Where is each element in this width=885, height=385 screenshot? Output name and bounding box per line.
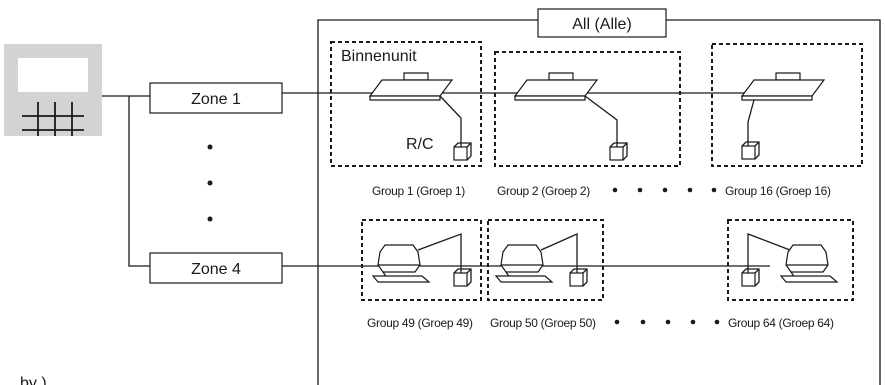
group-50-frame [487, 219, 604, 301]
group-ellipsis-dot [637, 187, 643, 193]
zone-ellipsis-dot [207, 144, 213, 150]
group-ellipsis-dot [612, 187, 618, 193]
group-ellipsis-dot [714, 319, 720, 325]
group-64-caption: Group 64 (Groep 64) [728, 316, 834, 330]
rc-label: R/C [406, 136, 434, 153]
zone-ellipsis-dot [207, 180, 213, 186]
group-2-frame [494, 51, 681, 167]
all-label: All (Alle) [572, 16, 632, 33]
group-ellipsis-dot [640, 319, 646, 325]
zone-1-label: Zone 1 [191, 91, 241, 108]
remote-controller-icon [569, 268, 588, 287]
zone-4-box [149, 252, 283, 284]
group-16-caption: Group 16 (Groep 16) [725, 184, 831, 198]
zone-1-box [149, 82, 283, 114]
zone-4-label: Zone 4 [191, 261, 241, 278]
remote-controller-icon [453, 268, 472, 287]
indoor-unit-label: Binnenunit [341, 48, 417, 65]
zone-ellipsis-dot [207, 216, 213, 222]
group-50-caption: Group 50 (Groep 50) [490, 316, 596, 330]
cassette-indoor-unit-icon [368, 72, 462, 147]
cropped-caption: by ) [20, 375, 47, 385]
group-16-frame [711, 43, 863, 167]
remote-controller-icon [741, 268, 760, 287]
central-controller-icon [4, 44, 102, 136]
group-ellipsis-dot [614, 319, 620, 325]
remote-controller-icon [609, 142, 628, 161]
ceiling-suspended-unit-icon [747, 233, 839, 283]
controller-bus [102, 95, 150, 267]
cassette-indoor-unit-icon [513, 72, 618, 147]
group-49-caption: Group 49 (Groep 49) [367, 316, 473, 330]
group-2-caption: Group 2 (Groep 2) [497, 184, 590, 198]
remote-controller-icon [741, 141, 760, 160]
group-64-frame [727, 219, 854, 301]
all-label-box [537, 8, 667, 38]
group-1-caption: Group 1 (Groep 1) [372, 184, 465, 198]
group-49-frame [361, 219, 482, 301]
cassette-indoor-unit-icon [740, 72, 826, 146]
group-1-frame [330, 41, 482, 167]
group-ellipsis-dot [665, 319, 671, 325]
ceiling-suspended-unit-icon [371, 233, 462, 283]
group-ellipsis-dot [711, 187, 717, 193]
all-frame [317, 19, 881, 385]
remote-controller-icon [453, 142, 472, 161]
group-ellipsis-dot [662, 187, 668, 193]
group-ellipsis-dot [690, 319, 696, 325]
ceiling-suspended-unit-icon [494, 232, 578, 283]
group-ellipsis-dot [687, 187, 693, 193]
